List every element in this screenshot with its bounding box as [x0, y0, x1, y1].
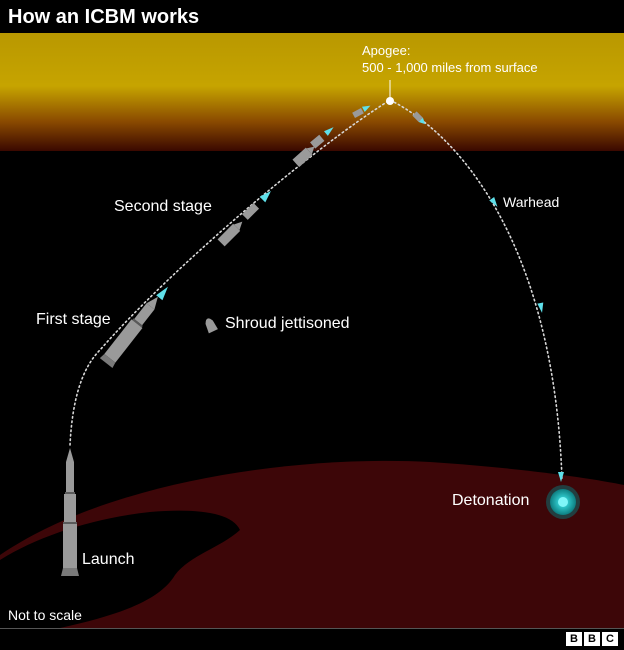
- shroud-label: Shroud jettisoned: [225, 315, 350, 332]
- rocket-icon: [61, 448, 79, 576]
- launch-rocket: [61, 448, 79, 576]
- atmosphere-band: [0, 33, 624, 151]
- logo-letter: B: [584, 632, 600, 646]
- first-stage-label: First stage: [36, 311, 111, 328]
- near-apogee-thrust: [361, 105, 371, 113]
- detonation-icon: [546, 485, 580, 519]
- thrust-flame-icon: [324, 127, 334, 136]
- warhead-marker: [489, 197, 498, 207]
- landmass-shadow: [0, 510, 240, 628]
- trajectory-path: [69, 99, 563, 481]
- scale-note: Not to scale: [8, 607, 82, 623]
- bbc-logo: B B C: [566, 632, 618, 646]
- rocket-icon: [310, 134, 325, 149]
- second-stage-rocket-upper: [242, 202, 260, 220]
- apogee-label-line2: 500 - 1,000 miles from surface: [362, 60, 538, 75]
- second-stage-rocket-lower: [217, 221, 243, 247]
- page-title: How an ICBM works: [8, 6, 200, 28]
- rocket-icon: [217, 221, 243, 247]
- second-stage-label: Second stage: [114, 198, 212, 215]
- thrust-flame-icon: [558, 472, 564, 482]
- apogee-label: Apogee: 500 - 1,000 miles from surface: [362, 42, 538, 76]
- thrust-flame-icon: [259, 191, 271, 203]
- warhead-marker-3: [558, 472, 564, 482]
- apogee-label-line1: Apogee:: [362, 43, 411, 58]
- rocket-icon: [412, 111, 423, 122]
- thrust-flame-icon: [361, 105, 371, 113]
- title-bar: [0, 0, 624, 32]
- near-apogee-rocket: [352, 108, 364, 118]
- logo-letter: C: [602, 632, 618, 646]
- rocket-icon: [99, 296, 158, 369]
- apogee-marker-icon: [386, 97, 394, 105]
- detonation-label: Detonation: [452, 492, 530, 509]
- thrust-flame-icon: [156, 286, 168, 301]
- shroud-icon: [205, 318, 218, 334]
- logo-letter: B: [566, 632, 582, 646]
- first-stage-rocket: [99, 296, 158, 369]
- footer-rule: [0, 628, 624, 629]
- thrust-flame-icon: [537, 302, 544, 313]
- upper-stage-rocket-2: [310, 134, 325, 149]
- upper-stage-rocket: [292, 146, 315, 168]
- upper-stage-thrust: [324, 127, 334, 136]
- rocket-icon: [292, 146, 315, 168]
- first-stage-thrust: [156, 286, 168, 301]
- rocket-icon: [242, 202, 260, 220]
- launch-label: Launch: [82, 551, 135, 568]
- second-stage-thrust: [259, 191, 271, 203]
- warhead-marker-2: [537, 302, 544, 313]
- thrust-flame-icon: [489, 197, 498, 207]
- rocket-icon: [352, 108, 364, 118]
- warhead-label: Warhead: [503, 194, 560, 210]
